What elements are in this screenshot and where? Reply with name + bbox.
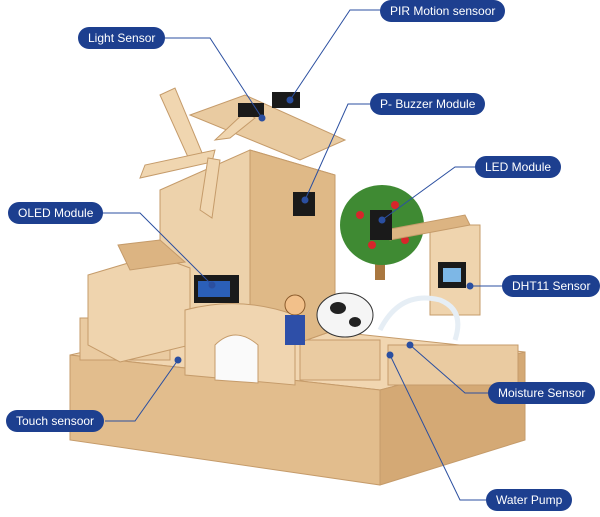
farmer-cutout (284, 294, 306, 345)
label-pir-motion-sensor: PIR Motion sensoor (380, 0, 506, 22)
light-sensor-board (238, 103, 264, 117)
pump-tubes (377, 295, 461, 341)
label-water-pump: Water Pump (486, 489, 573, 511)
leader-light (165, 37, 263, 119)
dot-pir (286, 96, 294, 104)
label-light-sensor: Light Sensor (78, 27, 166, 49)
buzzer-board (293, 192, 315, 216)
dot-buzzer (301, 196, 309, 204)
dot-touch (174, 356, 182, 364)
leader-buzzer (304, 103, 370, 201)
dot-oled (208, 281, 216, 289)
dot-light (258, 114, 266, 122)
pir-sensor-board (272, 92, 300, 108)
dot-moisture (406, 341, 414, 349)
label-moisture-sensor: Moisture Sensor (488, 382, 596, 404)
label-dht11-sensor: DHT11 Sensor (502, 275, 600, 297)
label-led-module: LED Module (475, 156, 562, 178)
windmill-blades (139, 87, 256, 219)
leader-pir (289, 9, 380, 101)
leader-led (381, 166, 475, 221)
leader-oled (100, 212, 213, 286)
leader-moisture (409, 344, 488, 394)
sensor-modules (194, 92, 466, 303)
label-touch-sensor: Touch sensoor (6, 410, 105, 432)
label-buzzer-module: P- Buzzer Module (370, 93, 486, 115)
oled-screen (198, 281, 230, 297)
label-oled-module: OLED Module (8, 202, 104, 224)
dot-led (378, 216, 386, 224)
leader-touch (105, 359, 179, 422)
dot-dht11 (466, 282, 474, 290)
led-board (370, 210, 392, 240)
cow-cutout (316, 292, 374, 338)
dot-pump (386, 351, 394, 359)
dht11-sensor-face (443, 268, 461, 282)
small-shed (87, 239, 191, 363)
leader-pump (389, 354, 486, 501)
leader-lines (100, 9, 502, 501)
front-arch (184, 303, 296, 386)
